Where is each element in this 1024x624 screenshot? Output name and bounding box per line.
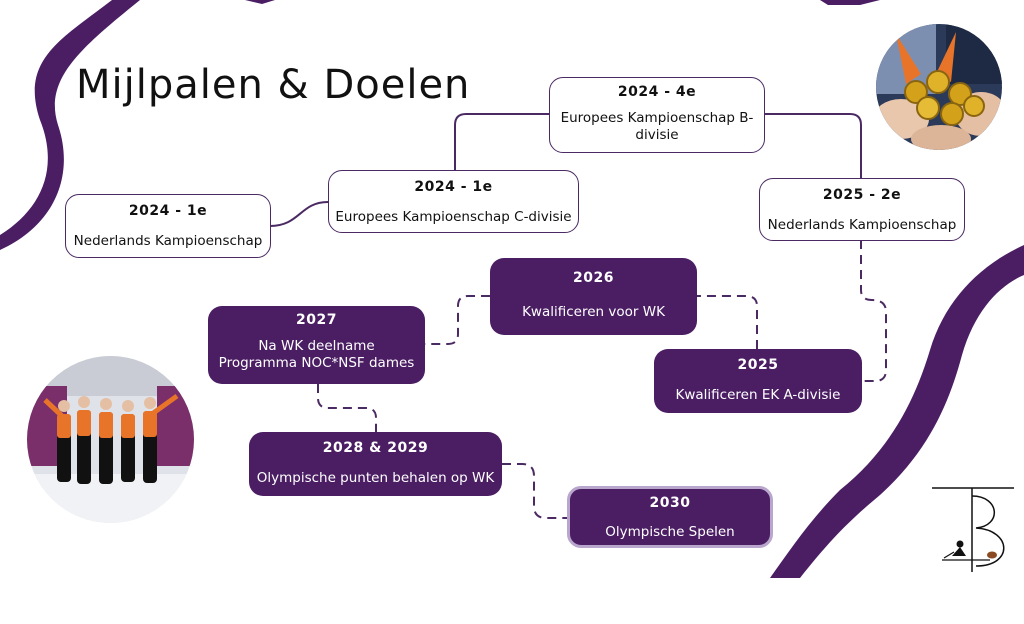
milestone-year: 2024 - 1e — [128, 203, 208, 219]
connector-dashed-4 — [317, 384, 377, 432]
top-swoosh-a — [245, 0, 275, 4]
connector-solid-2 — [454, 113, 550, 170]
goal-year: 2026 — [573, 270, 614, 286]
goal-box-2030: 2030 Olympische Spelen — [567, 486, 773, 548]
goal-year: 2025 — [737, 357, 779, 373]
goal-box-2026: 2026 Kwalificeren voor WK — [490, 258, 697, 335]
top-swoosh-b — [820, 0, 880, 5]
milestone-desc: Nederlands Kampioenschap — [767, 217, 957, 233]
connector-dashed-1 — [860, 240, 887, 382]
goal-year: 2028 & 2029 — [322, 440, 429, 456]
medals-photo — [876, 24, 1002, 150]
milestone-desc: Europees Kampioenschap B-divisie — [560, 110, 754, 143]
curling-logo — [932, 487, 1014, 572]
right-swoosh — [770, 245, 1024, 578]
goal-box-2028-2029: 2028 & 2029 Olympische punten behalen op… — [249, 432, 502, 496]
milestone-box-ek-b-2024: 2024 - 4e Europees Kampioenschap B-divis… — [549, 77, 765, 153]
goal-year: 2027 — [296, 312, 337, 328]
milestone-desc: Europees Kampioenschap C-divisie — [335, 209, 572, 225]
milestone-year: 2024 - 1e — [414, 179, 493, 195]
connector-dashed-5 — [502, 463, 569, 519]
connector-solid-3 — [765, 113, 862, 178]
medals-image — [876, 24, 1002, 150]
milestone-box-ek-c-2024: 2024 - 1e Europees Kampioenschap C-divis… — [328, 170, 579, 233]
goal-box-2027: 2027 Na WK deelname Programma NOC*NSF da… — [208, 306, 425, 384]
milestone-year: 2024 - 4e — [617, 84, 697, 100]
connector-solid-1 — [269, 201, 329, 227]
goal-desc: Kwalificeren EK A-divisie — [675, 387, 841, 403]
team-photo — [27, 356, 194, 523]
milestone-year: 2025 - 2e — [822, 187, 902, 203]
team-image — [27, 356, 194, 523]
connector-dashed-2 — [697, 295, 758, 349]
goal-desc: Olympische punten behalen op WK — [256, 470, 495, 486]
left-swoosh — [0, 0, 140, 250]
connector-dashed-3 — [425, 295, 490, 345]
milestone-box-nk-2024: 2024 - 1e Nederlands Kampioenschap — [65, 194, 271, 258]
goal-desc: Na WK deelname Programma NOC*NSF dames — [218, 338, 415, 371]
page-title: Mijlpalen & Doelen — [76, 62, 471, 108]
goal-box-2025: 2025 Kwalificeren EK A-divisie — [654, 349, 862, 413]
goal-desc: Kwalificeren voor WK — [522, 304, 665, 320]
milestone-desc: Nederlands Kampioenschap — [73, 233, 263, 249]
milestone-box-nk-2025: 2025 - 2e Nederlands Kampioenschap — [759, 178, 965, 241]
goal-year: 2030 — [649, 495, 691, 511]
goal-desc: Olympische Spelen — [605, 524, 735, 540]
